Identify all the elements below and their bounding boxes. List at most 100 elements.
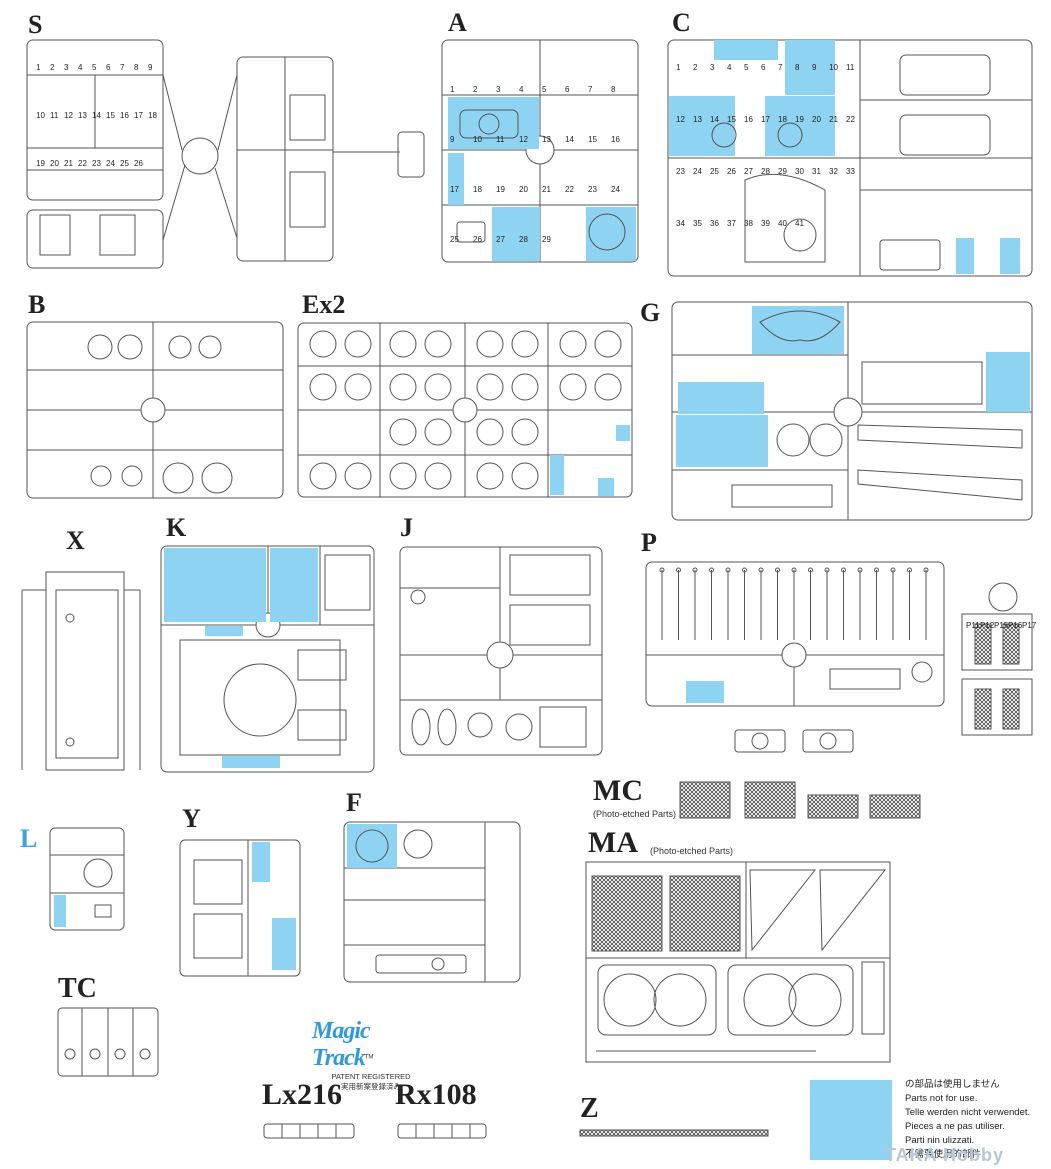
part-number-C: 21 (829, 115, 838, 124)
sprue-MC (679, 781, 921, 819)
part-number-S: 26 (134, 159, 143, 168)
patent-line: PATENT REGISTERED (331, 1072, 411, 1081)
part-number-C: 16 (744, 115, 753, 124)
part-number-S: 8 (134, 63, 139, 72)
part-number-C: 11 (846, 63, 855, 72)
part-number-A: 21 (542, 185, 551, 194)
part-number-S: 14 (92, 111, 101, 120)
part-number-C: 41 (795, 219, 804, 228)
part-number-A: 20 (519, 185, 528, 194)
part-number-C: 20 (812, 115, 821, 124)
part-number-P: P17 (1022, 621, 1037, 630)
sprue-label-Z: Z (580, 1093, 599, 1124)
part-number-A: 16 (611, 135, 620, 144)
sprue-label-G: G (640, 298, 661, 327)
part-number-A: 1 (450, 85, 455, 94)
sprue-B (26, 321, 284, 499)
part-number-S: 19 (36, 159, 45, 168)
magic-track-wordmark: Magic Track (312, 1018, 371, 1071)
part-number-A: 5 (542, 85, 547, 94)
pin-head (874, 567, 879, 573)
part-number-C: 39 (761, 219, 770, 228)
part-number-C: 6 (761, 63, 766, 72)
part-number-A: 2 (473, 85, 478, 94)
part-number-C: 7 (778, 63, 783, 72)
part-number-S: 20 (50, 159, 59, 168)
sprue-P (645, 561, 1033, 753)
part-number-S: 17 (134, 111, 143, 120)
part-number-C: 19 (795, 115, 804, 124)
part-number-C: 40 (778, 219, 787, 228)
part-number-S: 10 (36, 111, 45, 120)
part-number-C: 36 (710, 219, 719, 228)
pin-head (758, 567, 764, 573)
part-number-P: P11 (966, 621, 980, 630)
part-number-S: 3 (64, 63, 69, 72)
part-number-S: 6 (106, 63, 111, 72)
part-number-C: 32 (829, 167, 838, 176)
part-number-A: 27 (496, 235, 505, 244)
part-number-A: 23 (588, 185, 597, 194)
part-number-A: 3 (496, 85, 501, 94)
part-number-S: 22 (78, 159, 87, 168)
part-number-S: 25 (120, 159, 129, 168)
pin-head (659, 567, 665, 573)
part-number-S: 2 (50, 63, 55, 72)
sprue-label-S: S (28, 10, 43, 39)
sprue-C (667, 39, 1033, 277)
sprue-A (441, 39, 639, 263)
part-number-A: 25 (450, 235, 459, 244)
sprue-label-TC: TC (58, 973, 97, 1004)
sprue-label-MA: MA (588, 826, 638, 859)
part-number-C: 26 (727, 167, 736, 176)
pin-head (676, 567, 681, 573)
part-number-S: 11 (50, 111, 59, 120)
part-number-C: 10 (829, 63, 838, 72)
part-number-S: 4 (78, 63, 83, 72)
part-number-C: 37 (727, 219, 736, 228)
sprue-Ex2 (297, 322, 633, 498)
watermark: TAKA Hobby (885, 1145, 1004, 1165)
sprue-MA (585, 861, 891, 1063)
track-links-right (397, 1123, 487, 1139)
sprue-F (343, 821, 521, 983)
part-number-A: 17 (450, 185, 459, 194)
sprue-label-P: P (641, 528, 657, 557)
part-number-C: 17 (761, 115, 770, 124)
part-number-S: 16 (120, 111, 129, 120)
sprue-label-L: L (20, 824, 38, 853)
part-number-A: 4 (519, 85, 524, 94)
part-number-C: 34 (676, 219, 685, 228)
part-number-S: 24 (106, 159, 115, 168)
legend-line-cn: 不需要使用的部件 (905, 1149, 982, 1160)
part-number-A: 9 (450, 135, 455, 144)
part-number-A: 7 (588, 85, 593, 94)
part-number-C: 38 (744, 219, 753, 228)
patent-line-jp: 実用新案登録済み (341, 1082, 401, 1091)
part-number-S: 7 (120, 63, 125, 72)
part-number-C: 27 (744, 167, 753, 176)
part-number-S: 12 (64, 111, 73, 120)
part-number-S: 1 (36, 63, 41, 72)
part-number-S: 9 (148, 63, 153, 72)
part-number-S: 13 (78, 111, 87, 120)
sprue-label-Lx216: Lx216 (262, 1078, 343, 1111)
pin-head (808, 567, 813, 573)
mc-note: (Photo-etched Parts) (593, 809, 677, 819)
legend-text: の部品は使用しません Parts not for use. Telle werd… (905, 1078, 1030, 1162)
pin-head (709, 567, 714, 573)
part-number-A: 26 (473, 235, 482, 244)
part-number-A: 19 (496, 185, 505, 194)
trademark-mark: TM (364, 1054, 374, 1061)
part-number-S: 18 (148, 111, 157, 120)
part-number-A: 18 (473, 185, 482, 194)
pin-head (692, 567, 698, 573)
sprue-label-Ex2: Ex2 (302, 290, 346, 319)
part-number-C: 31 (812, 167, 821, 176)
part-number-C: 24 (693, 167, 702, 176)
legend-line-jp: の部品は使用しません (905, 1079, 1000, 1090)
sprue-label-X: X (66, 526, 85, 555)
part-number-C: 25 (710, 167, 719, 176)
part-number-C: 2 (693, 63, 698, 72)
